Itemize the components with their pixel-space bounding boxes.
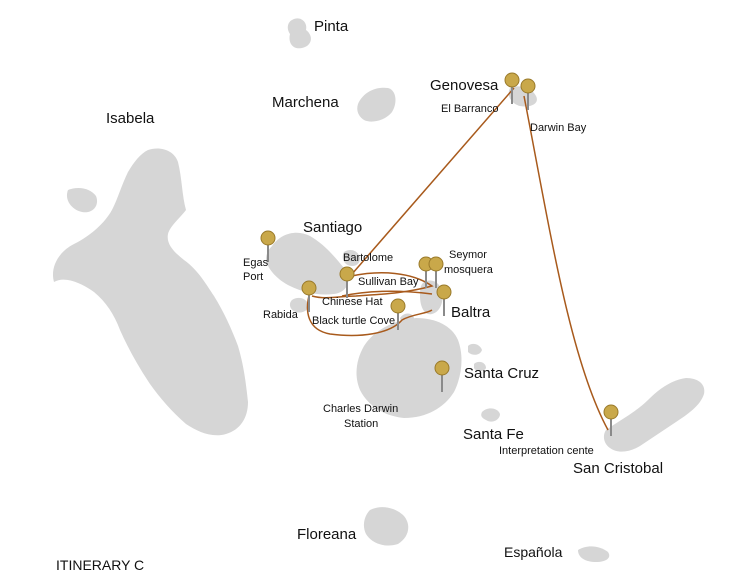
route-black-turtle-loop [306, 291, 433, 337]
plaza-islet [468, 343, 482, 355]
map-pin-icon[interactable] [434, 360, 450, 392]
map-pin-icon[interactable] [520, 78, 536, 110]
route-genovesa-to-san-cristobal [523, 95, 609, 431]
isabela-label: Isabela [106, 110, 155, 127]
route-layer [306, 87, 609, 431]
santa-cruz-island [356, 318, 462, 418]
map-pin-icon[interactable] [390, 298, 406, 330]
interpretation-center-label: Interpretation cente [499, 445, 594, 457]
bartolome-islet [342, 250, 360, 266]
map-pin-icon[interactable] [504, 72, 520, 104]
floreana-island [363, 507, 409, 546]
charles-darwin-label-line1: Charles Darwin [323, 403, 399, 415]
santiago-island [266, 232, 349, 295]
map-pin-icon[interactable] [603, 404, 619, 436]
map-pin-icon[interactable] [301, 280, 317, 312]
marchena-island [357, 87, 396, 122]
pinta-island [287, 18, 311, 49]
baltra-label: Baltra [451, 304, 491, 321]
el-barranco-label: El Barranco [441, 103, 499, 115]
map-pin-icon[interactable] [428, 256, 444, 288]
seymor-label-line1: Seymor [449, 249, 487, 261]
charles-darwin-label-line2: Station [344, 418, 379, 430]
route-chinese-hat-to-baltra [341, 290, 433, 297]
chinese-hat-label: Chinese Hat [322, 296, 383, 308]
genovesa-label: Genovesa [430, 77, 499, 94]
espanola-label: Española [504, 544, 563, 560]
map-pin-icon[interactable] [339, 266, 355, 298]
route-genovesa-to-sullivan [351, 87, 515, 275]
daphne-islet [474, 361, 486, 371]
map-pin-icon[interactable] [436, 284, 452, 316]
seymor-label-line2: mosquera [444, 264, 493, 276]
pins-layer [260, 72, 619, 436]
darwin-bay-label: Darwin Bay [530, 122, 587, 134]
espanola-island [578, 546, 610, 562]
sullivan-bay-label: Sullivan Bay [358, 276, 419, 288]
santiago-label: Santiago [303, 219, 363, 236]
marchena-label: Marchena [272, 94, 339, 111]
san-cristobal-island [603, 378, 705, 452]
egas-port-label-line2: Port [243, 271, 264, 283]
santa-fe-island [481, 408, 500, 422]
isabela-island [52, 148, 248, 436]
black-turtle-cove-label: Black turtle Cove [312, 315, 396, 327]
itinerary-label: ITINERARY C [56, 557, 145, 573]
egas-port-label-line1: Egas [243, 257, 269, 269]
san-cristobal-label: San Cristobal [573, 460, 664, 477]
islands-layer [52, 18, 705, 562]
map-pin-icon[interactable] [260, 230, 276, 262]
pinta-label: Pinta [314, 18, 349, 35]
rabida-label: Rabida [263, 309, 298, 321]
santa-fe-label: Santa Fe [463, 426, 524, 443]
isabela-west-lobe [110, 201, 136, 225]
floreana-label: Floreana [297, 526, 357, 543]
bartolome-label: Bartolome [343, 252, 394, 264]
isabela-north-tip [66, 188, 98, 213]
santa-cruz-label: Santa Cruz [464, 365, 540, 382]
baltra-island [420, 280, 443, 315]
rabida-islet [289, 297, 309, 313]
